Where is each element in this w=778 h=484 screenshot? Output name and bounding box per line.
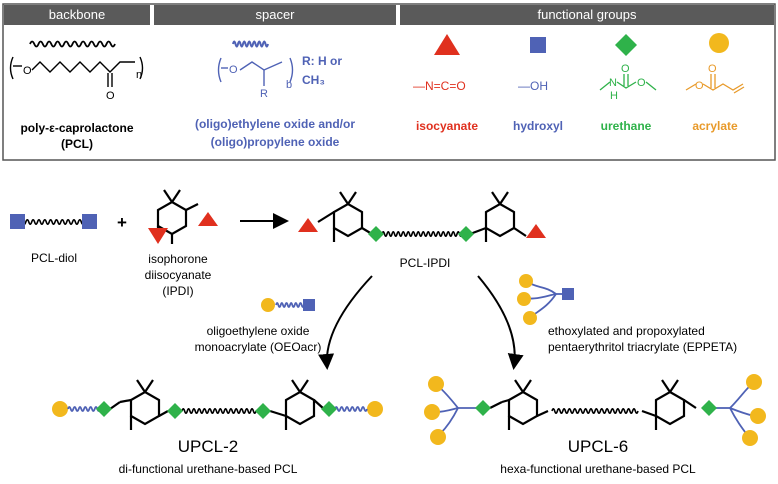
upcl6-molecule — [424, 374, 766, 446]
acrylate-label: acrylate — [692, 119, 738, 133]
spacer-name-line2: (oligo)propylene oxide — [211, 135, 340, 149]
pcl-structure — [9, 56, 144, 87]
pcl-name: poly-ε-caprolactone — [20, 121, 133, 135]
reaction-arrow-to-upcl6 — [477, 275, 524, 370]
acrylate-structure — [685, 74, 745, 94]
ipdi-molecule — [156, 189, 199, 244]
ipdi-label-line3: (IPDI) — [162, 284, 193, 298]
pcl-ipdi-urethane-right — [458, 226, 474, 242]
ipdi-isocyanate-bottom — [148, 228, 168, 244]
ipdi-label-line2: diisocyanate — [145, 268, 212, 282]
hydroxyl-formula: —OH — [518, 79, 548, 93]
pcl-diol-hydroxyl-left — [10, 214, 25, 229]
spacer-oxygen-atom: O — [229, 64, 238, 76]
pcl-diol-label: PCL-diol — [31, 251, 77, 265]
pcl-subscript-n: n — [136, 69, 142, 81]
urethane-diamond-icon — [615, 34, 637, 56]
urethane-n-atom: N — [609, 77, 617, 89]
urethane-h-atom: H — [610, 90, 618, 102]
pcl-carbonyl-oxygen: O — [106, 90, 115, 102]
reaction-arrow-to-upcl2 — [318, 275, 373, 370]
spacer-wavy-symbol — [232, 40, 269, 48]
hydroxyl-label: hydroxyl — [513, 119, 563, 133]
legend-panel: backbone spacer functional groups O O n … — [2, 3, 776, 161]
isocyanate-formula: —N=C=O — [413, 79, 466, 93]
upcl2-molecule — [52, 379, 383, 430]
spacer-r-atom: R — [260, 88, 268, 100]
pcl-oxygen-atom: O — [23, 65, 32, 77]
acrylate-circle-icon — [709, 33, 729, 53]
eppeta-label-line2: pentaerythritol triacrylate (EPPETA) — [548, 340, 737, 354]
urethane-ester-oxygen: O — [637, 77, 646, 89]
pcl-diol-molecule — [10, 214, 97, 229]
urethane-label: urethane — [601, 119, 652, 133]
pcl-ipdi-molecule — [298, 191, 546, 242]
functional-groups-header-bar — [400, 5, 774, 25]
oeoacr-label-line1: oligoethylene oxide — [207, 324, 310, 338]
isocyanate-triangle-icon — [434, 34, 460, 55]
eppeta-label-line1: ethoxylated and propoxylated — [548, 324, 705, 338]
spacer-subscript-b: b — [286, 79, 292, 91]
spacer-r-definition-2: CH₃ — [302, 73, 325, 87]
plus-sign: + — [117, 213, 127, 232]
pcl-ipdi-isocyanate-right — [526, 224, 546, 238]
upcl6-description: hexa-functional urethane-based PCL — [500, 462, 696, 476]
pcl-ipdi-isocyanate-left — [298, 218, 318, 232]
ipdi-label-line1: isophorone — [148, 252, 208, 266]
legend-border — [2, 3, 776, 161]
ipdi-isocyanate-top — [198, 212, 218, 226]
oeoacr-label-line2: monoacrylate (OEOacr) — [195, 340, 322, 354]
upcl6-label: UPCL-6 — [568, 437, 628, 456]
hydroxyl-square-icon — [530, 37, 546, 53]
backbone-header: backbone — [49, 7, 105, 22]
backbone-header-bar — [4, 5, 150, 25]
spacer-structure — [217, 57, 294, 86]
acrylate-carbonyl-oxygen: O — [708, 63, 717, 75]
acrylate-ester-oxygen: O — [695, 80, 704, 92]
urethane-structure — [599, 74, 657, 91]
urethane-carbonyl-oxygen: O — [621, 63, 630, 75]
pcl-ipdi-urethane-left — [368, 226, 384, 242]
spacer-header: spacer — [255, 7, 295, 22]
pcl-abbrev: (PCL) — [61, 137, 93, 151]
upcl2-label: UPCL-2 — [178, 437, 238, 456]
oeoacr-molecule — [261, 298, 315, 312]
pcl-ipdi-label: PCL-IPDI — [400, 256, 451, 270]
functional-groups-header: functional groups — [537, 7, 637, 22]
upcl2-description: di-functional urethane-based PCL — [119, 462, 298, 476]
spacer-header-bar — [154, 5, 396, 25]
spacer-r-definition-1: R: H or — [302, 54, 342, 68]
eppeta-molecule — [517, 274, 574, 325]
backbone-wavy-symbol — [29, 40, 116, 48]
pcl-diol-hydroxyl-right — [82, 214, 97, 229]
isocyanate-label: isocyanate — [416, 119, 478, 133]
spacer-name-line1: (oligo)ethylene oxide and/or — [195, 117, 355, 131]
